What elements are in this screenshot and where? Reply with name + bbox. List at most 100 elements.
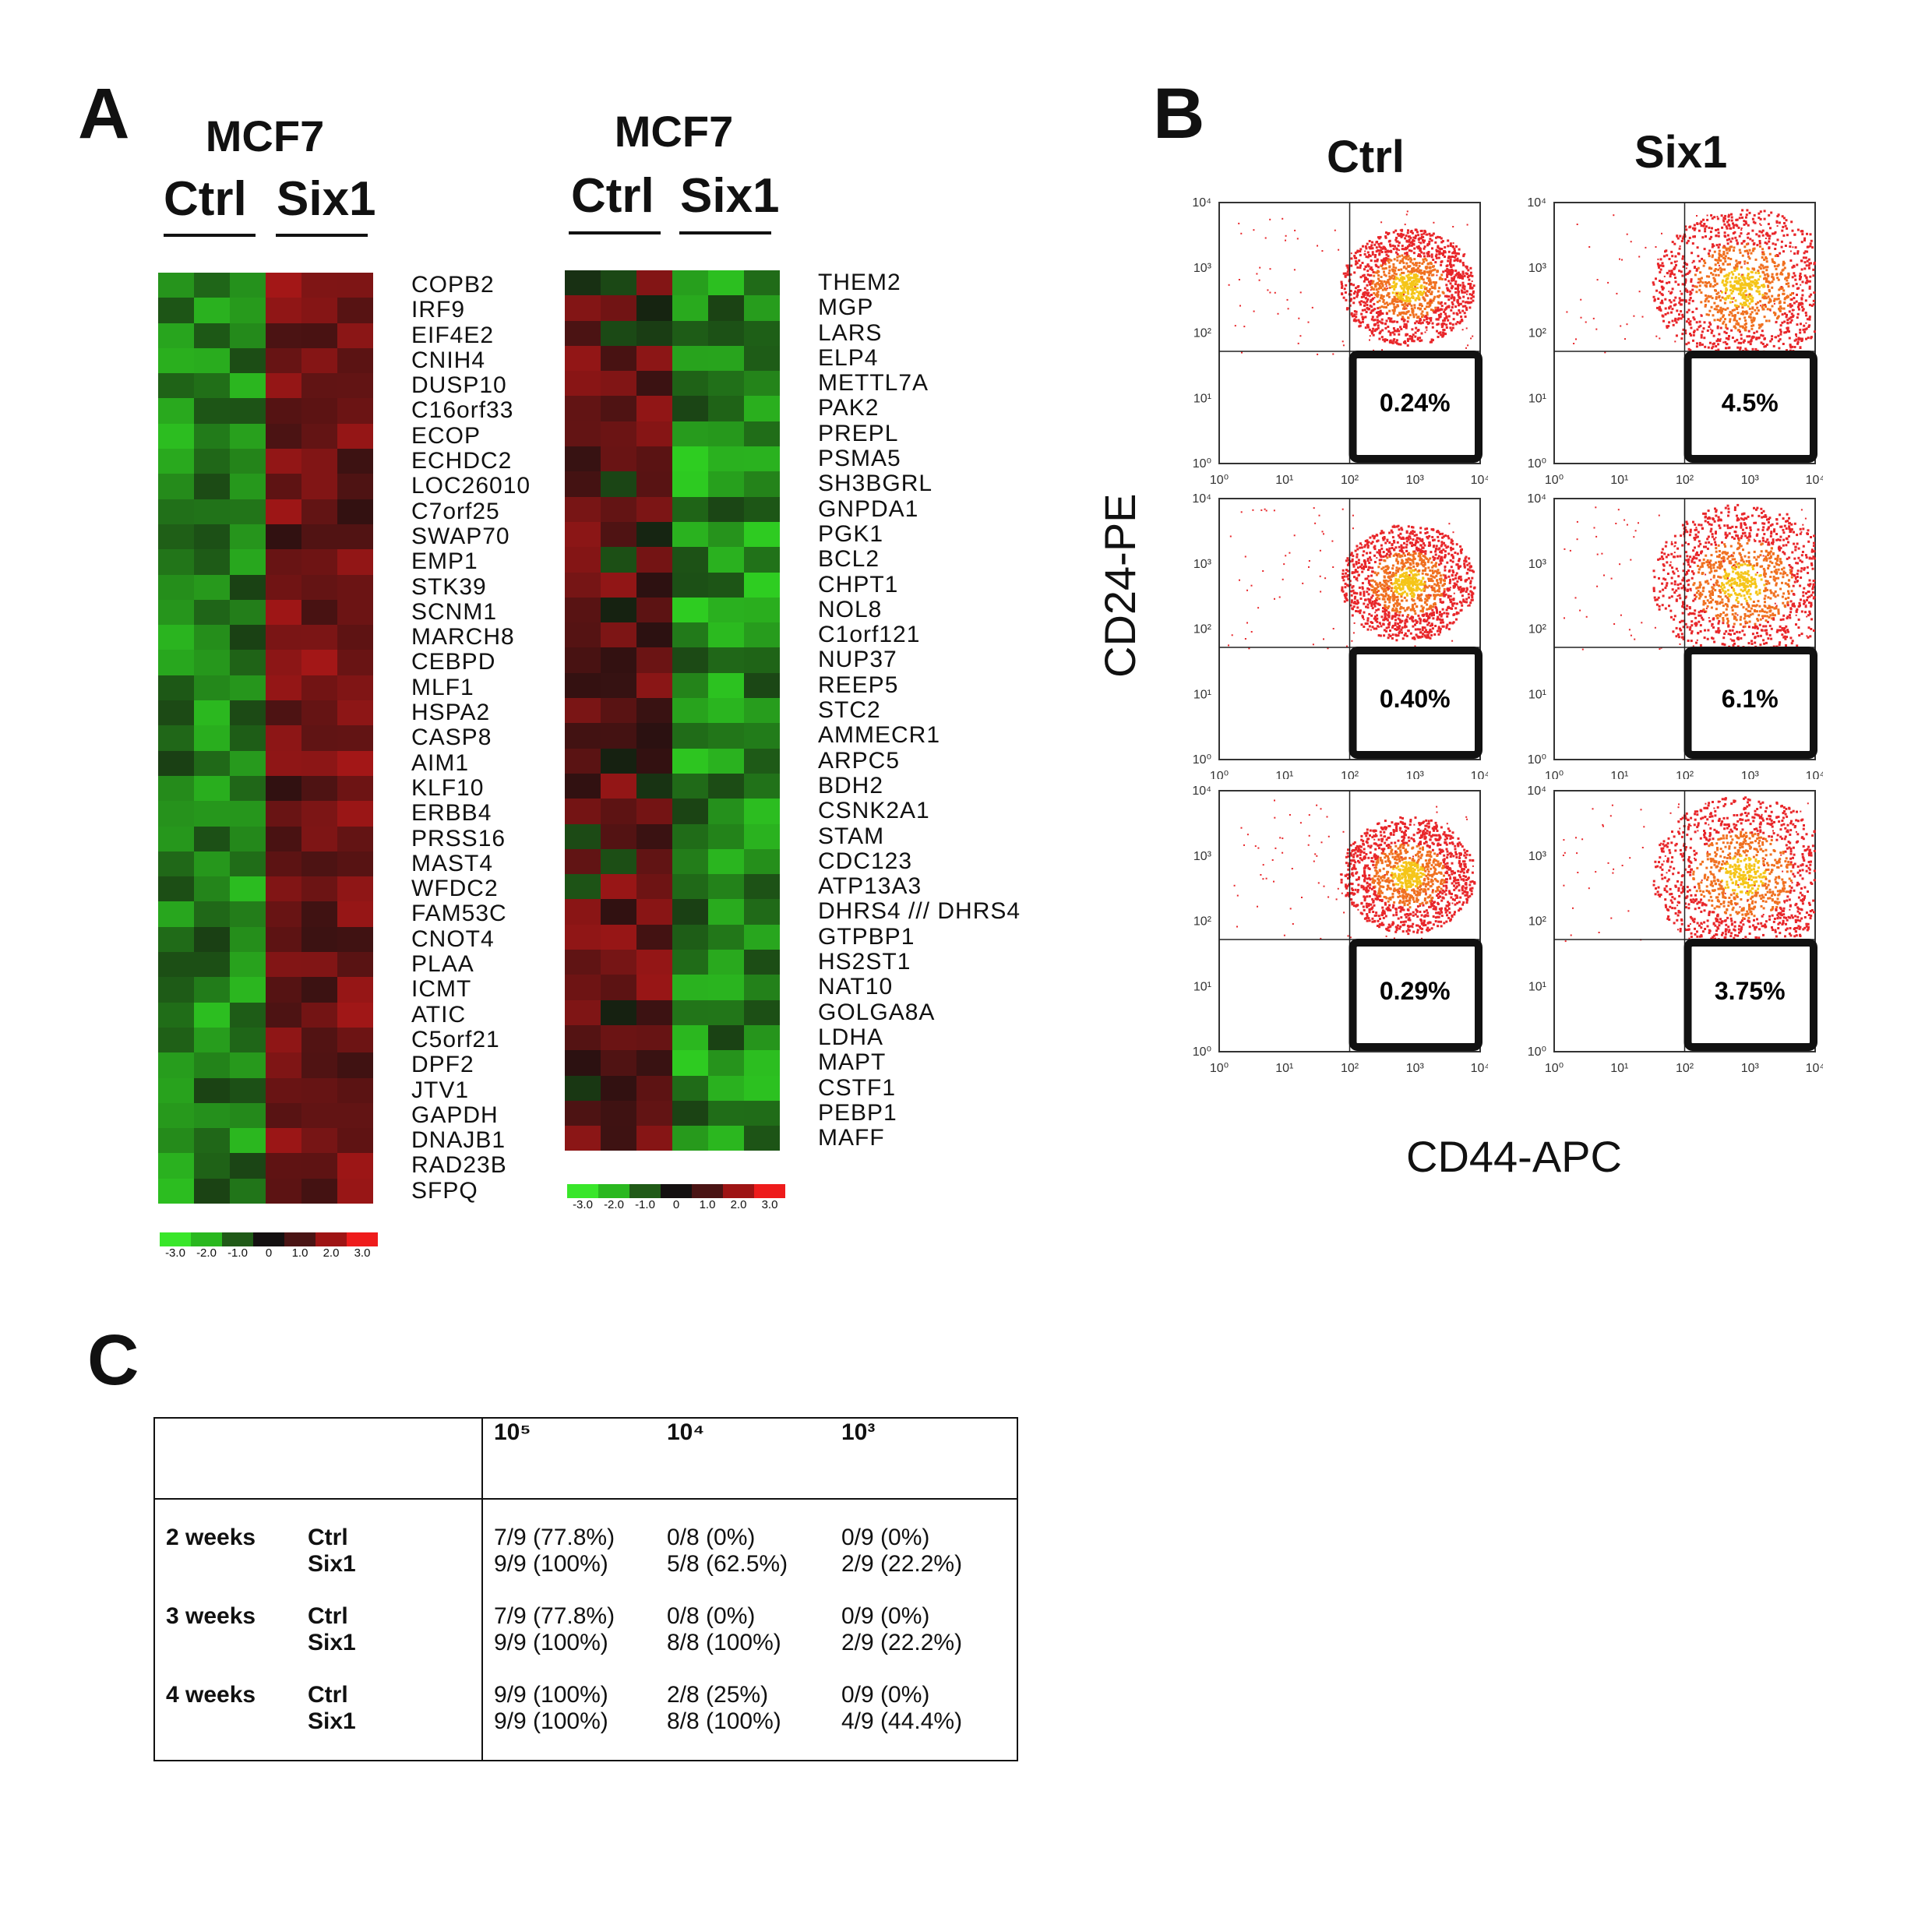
event-dot — [1387, 326, 1390, 328]
event-dot — [1657, 298, 1660, 300]
event-dot — [1358, 320, 1361, 323]
heatmap-cell — [744, 320, 780, 346]
event-dot — [1696, 342, 1698, 345]
event-dot — [1719, 259, 1722, 262]
event-dot — [1747, 256, 1750, 259]
event-dot — [1715, 308, 1719, 311]
event-dot — [1458, 576, 1461, 578]
gene-label: COPB2 — [411, 272, 495, 298]
event-dot — [1428, 584, 1431, 587]
y-tick-label: 10¹ — [1193, 688, 1211, 701]
event-dot — [1472, 284, 1475, 287]
heatmap-cell — [601, 396, 636, 421]
event-dot — [1395, 566, 1398, 569]
event-dot — [1450, 548, 1453, 552]
event-dot — [1390, 277, 1393, 280]
event-dot — [1387, 258, 1390, 261]
event-dot — [1453, 259, 1456, 263]
event-dot — [1402, 276, 1405, 279]
event-dot — [1391, 617, 1394, 620]
event-dot — [1406, 536, 1409, 539]
event-dot — [1725, 323, 1727, 326]
event-dot — [1401, 287, 1404, 290]
event-dot — [1728, 313, 1731, 316]
event-dot — [1416, 316, 1419, 319]
event-dot — [1405, 257, 1408, 260]
event-dot — [1691, 227, 1694, 230]
event-dot — [1369, 556, 1371, 559]
event-dot — [1808, 287, 1811, 290]
heatmap-cell — [636, 622, 672, 648]
event-dot — [1467, 301, 1470, 305]
gene-label: CASP8 — [411, 724, 492, 751]
event-dot — [1352, 589, 1355, 592]
gene-label: BDH2 — [818, 772, 884, 799]
event-dot — [1382, 300, 1385, 303]
event-dot — [1377, 603, 1380, 606]
event-dot — [1393, 272, 1396, 275]
event-dot — [1447, 606, 1450, 609]
event-dot — [1457, 585, 1459, 587]
heatmap-cell — [337, 700, 373, 726]
event-dot — [1363, 291, 1366, 294]
event-dot — [1800, 337, 1803, 340]
heatmap-cell — [230, 650, 266, 675]
event-dot — [1405, 540, 1408, 543]
event-dot — [1454, 607, 1458, 610]
event-dot — [1356, 313, 1358, 316]
event-dot — [1463, 274, 1466, 277]
event-dot — [1433, 589, 1436, 592]
event-dot — [1706, 214, 1708, 217]
gene-label: NUP37 — [818, 647, 897, 673]
event-dot — [1426, 527, 1429, 531]
event-dot — [1468, 293, 1472, 296]
event-dot — [1417, 247, 1420, 250]
event-dot — [1353, 576, 1356, 579]
event-dot — [1386, 565, 1389, 568]
event-dot — [1371, 251, 1374, 254]
heatmap-cell — [301, 549, 337, 575]
event-dot — [1685, 343, 1688, 346]
event-dot — [1373, 548, 1377, 551]
event-dot — [1370, 273, 1373, 277]
event-dot — [1405, 620, 1408, 623]
event-dot — [1381, 594, 1384, 597]
event-dot — [1751, 335, 1754, 338]
event-dot — [1768, 298, 1772, 301]
event-dot — [1444, 256, 1446, 258]
event-dot — [1379, 532, 1382, 535]
x-tick-label: 10⁰ — [1210, 474, 1229, 487]
heatmap-cell — [194, 347, 230, 374]
event-dot — [1729, 284, 1733, 287]
event-dot — [1377, 307, 1380, 310]
event-dot — [1398, 575, 1401, 578]
event-dot — [1382, 595, 1385, 598]
event-dot — [1349, 293, 1352, 296]
heatmap-cell — [601, 371, 636, 397]
event-dot — [1794, 278, 1797, 281]
event-dot — [1402, 256, 1405, 259]
event-dot — [1459, 302, 1462, 305]
event-dot — [1687, 239, 1690, 242]
event-dot — [1407, 277, 1410, 280]
event-dot — [1461, 277, 1464, 280]
event-dot — [1669, 305, 1672, 308]
event-dot — [1716, 305, 1719, 308]
heatmap-cell — [230, 725, 266, 751]
event-dot — [1733, 224, 1736, 227]
event-dot — [1405, 326, 1408, 330]
event-dot — [1375, 598, 1377, 601]
event-dot — [1711, 330, 1714, 332]
event-dot — [1461, 275, 1464, 277]
event-dot — [1659, 271, 1662, 273]
event-dot — [1408, 589, 1412, 592]
event-dot — [1424, 257, 1427, 260]
event-dot — [1725, 332, 1728, 334]
event-dot — [1765, 305, 1767, 308]
event-dot — [1371, 268, 1374, 271]
heatmap-cell — [158, 851, 194, 877]
event-dot — [1451, 295, 1454, 298]
event-dot — [1460, 588, 1463, 591]
left-ctrl-label: Ctrl — [164, 172, 247, 226]
